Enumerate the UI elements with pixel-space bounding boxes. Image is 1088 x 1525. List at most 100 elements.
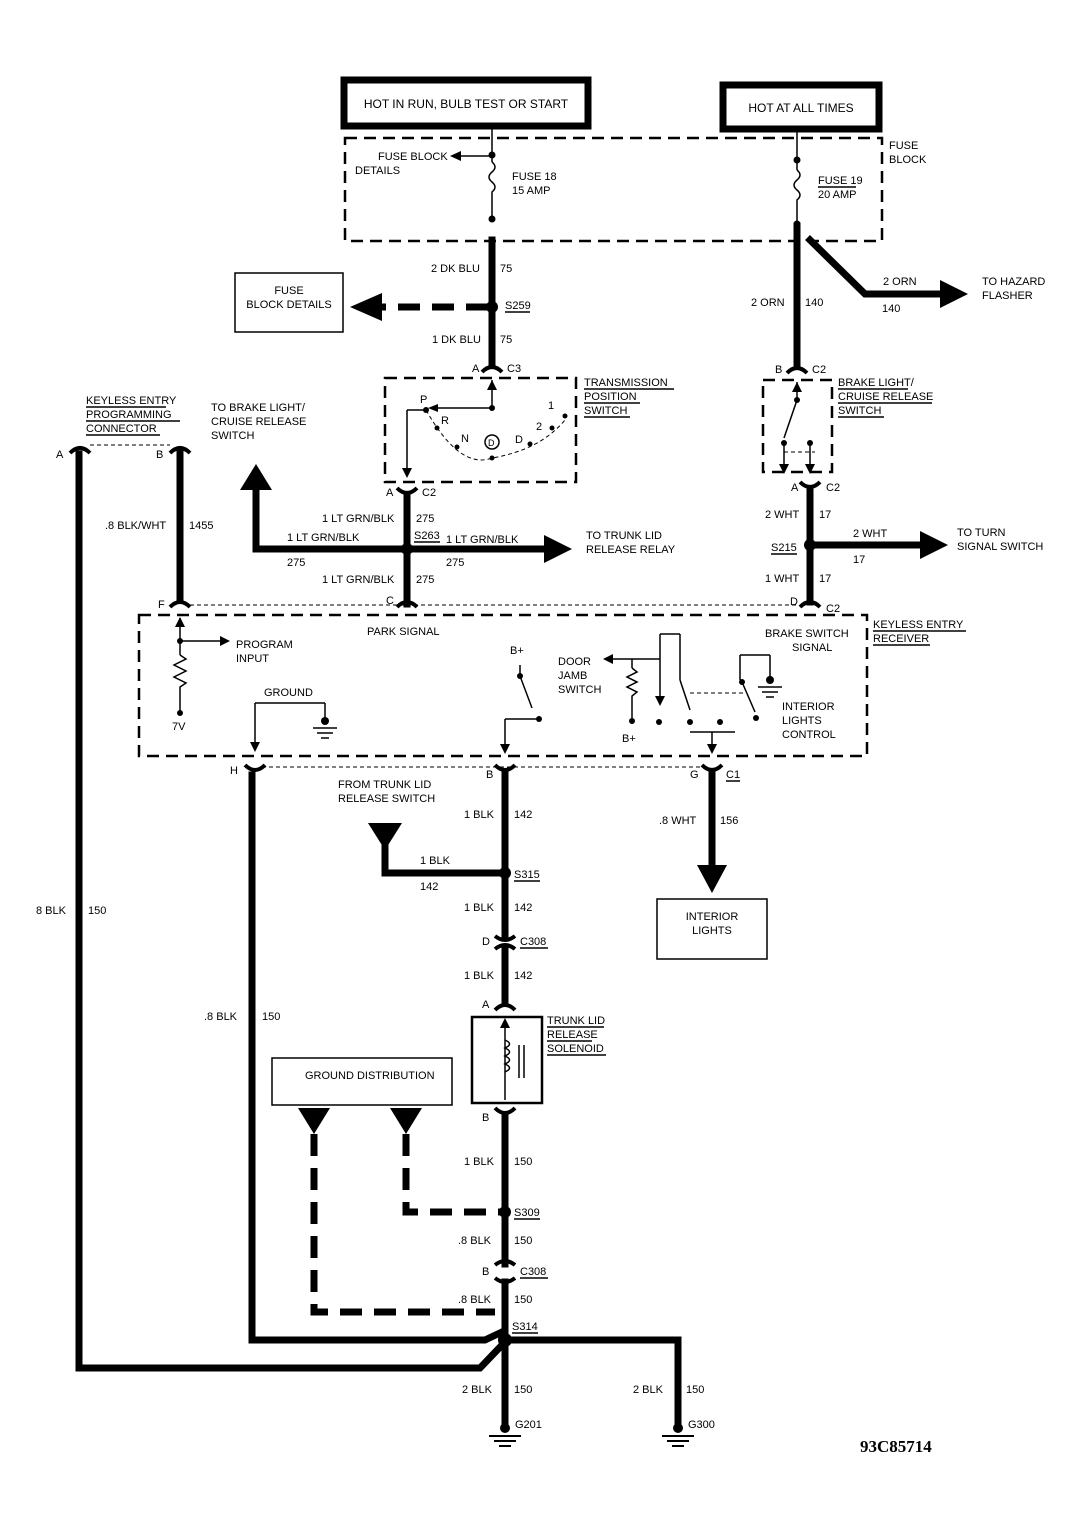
- solenoid-label-1: TRUNK LID: [547, 1015, 605, 1027]
- fuse-block-details-ref: FUSE BLOCK: [378, 151, 448, 163]
- ground-g201-label: G201: [515, 1419, 542, 1431]
- brake-switch-label-1: BRAKE LIGHT/: [838, 377, 915, 389]
- kepc-label-1: KEYLESS ENTRY: [86, 395, 177, 407]
- figure-code: 93C85714: [860, 1437, 932, 1456]
- brake-light-cruise-release-switch: BRAKE LIGHT/ CRUISE RELEASE SWITCH: [761, 377, 933, 474]
- fuse-block-details-box: FUSE BLOCK DETAILS: [234, 272, 344, 333]
- splice-s309: [499, 1206, 511, 1218]
- interior-lights-control-1: INTERIOR: [782, 701, 835, 713]
- wire-17-color-right: 2 WHT: [853, 528, 888, 540]
- wire-150-color-3: .8 BLK: [458, 1294, 492, 1306]
- door-jamb-label-1: DOOR: [558, 656, 591, 668]
- wire-140-color-right: 2 ORN: [883, 276, 917, 288]
- receiver-c1-label: C1: [726, 769, 740, 781]
- receiver-pin-g: G: [690, 769, 699, 781]
- receiver-label-1: KEYLESS ENTRY: [873, 619, 964, 631]
- solenoid-label-2: RELEASE: [547, 1029, 598, 1041]
- wire-150-number-g201: 150: [514, 1384, 532, 1396]
- seven-volt-label: 7V: [172, 721, 186, 733]
- wire-150-number-2: 150: [514, 1235, 532, 1247]
- interior-lights-control-2: LIGHTS: [782, 715, 822, 727]
- wire-17-number-right: 17: [853, 554, 865, 566]
- wire-150-number-a: 150: [88, 905, 106, 917]
- wire-142-number-branch: 142: [420, 881, 438, 893]
- arrow-to-brake-light: [240, 464, 272, 490]
- wire-150-color-g300: 2 BLK: [633, 1384, 664, 1396]
- arrow-to-trunk-relay: [544, 535, 572, 563]
- wire-1455-number: 1455: [189, 520, 213, 532]
- solenoid-pin-b: B: [482, 1112, 489, 1124]
- wire-275-color-lower: 1 LT GRN/BLK: [322, 574, 395, 586]
- wire-275-number-lower: 275: [416, 574, 434, 586]
- wire-275-color-left: 1 LT GRN/BLK: [287, 532, 360, 544]
- connector-brake-c2-top: B C2: [775, 364, 826, 376]
- wire-275-number-left: 275: [287, 557, 305, 569]
- fuse-block-label: FUSE: [889, 140, 918, 152]
- door-jamb-label-3: SWITCH: [558, 684, 601, 696]
- ground-g300-label: G300: [688, 1419, 715, 1431]
- door-jamb-label-2: JAMB: [558, 670, 587, 682]
- hot-at-all-times-label: HOT AT ALL TIMES: [748, 101, 853, 115]
- wire-150-color-h: .8 BLK: [204, 1011, 238, 1023]
- to-trunk-relay-label-2: RELEASE RELAY: [586, 544, 676, 556]
- to-brake-light-label-2: CRUISE RELEASE: [211, 416, 306, 428]
- connector-tps-c2-pin: A: [386, 487, 394, 499]
- kepc-label-2: PROGRAMMING: [86, 409, 172, 421]
- splice-s215-label: S215: [771, 542, 797, 554]
- hot-in-run-label: HOT IN RUN, BULB TEST OR START: [364, 97, 569, 111]
- wire-142-number-3: 142: [514, 970, 532, 982]
- keyless-entry-programming-connector: KEYLESS ENTRY PROGRAMMING CONNECTOR A B: [56, 395, 192, 461]
- wire-150-color-a: 8 BLK: [36, 905, 67, 917]
- wire-17-color-lower: 1 WHT: [765, 573, 800, 585]
- fuse-19-rating: 20 AMP: [818, 189, 857, 201]
- wire-275-color-upper: 1 LT GRN/BLK: [322, 513, 395, 525]
- receiver-pin-b: B: [486, 769, 493, 781]
- wire-140-number: 140: [805, 297, 823, 309]
- tps-pos-d-circle: D: [488, 438, 495, 448]
- connector-c3: A C3: [472, 363, 521, 375]
- splice-s263-label: S263: [414, 530, 440, 542]
- connector-brake-c2-bottom-pin: A: [791, 482, 799, 494]
- wire-150-left: .8 BLK 150 8 BLK 150 2 BLK 150: [36, 450, 704, 1432]
- connector-tps-c2: A C2: [386, 486, 436, 499]
- splice-s259-label: S259: [505, 300, 531, 312]
- connector-brake-c2-bottom: A C2: [791, 480, 840, 494]
- tps-label-2: POSITION: [584, 391, 637, 403]
- tps-pos-d: D: [515, 434, 523, 446]
- wire-150-main: 1 BLK 150 S309 .8 BLK 150 B C308 .8 BLK …: [458, 1111, 548, 1432]
- receiver-pin-f: F: [158, 599, 165, 611]
- connector-brake-c2-top-pin: B: [775, 364, 782, 376]
- tps-label-3: SWITCH: [584, 405, 627, 417]
- fuse-block-details-line1: FUSE: [274, 285, 303, 297]
- interior-lights-label-1: INTERIOR: [686, 911, 739, 923]
- splice-s315-label: S315: [514, 869, 540, 881]
- wire-150-number-1: 150: [514, 1156, 532, 1168]
- ground-g300: G300: [662, 1419, 715, 1447]
- hot-at-all-times-box: HOT AT ALL TIMES: [719, 81, 883, 133]
- brake-switch-signal-label-2: SIGNAL: [792, 642, 832, 654]
- fuse-block-details-line2: BLOCK DETAILS: [246, 299, 331, 311]
- brake-switch-label-3: SWITCH: [838, 405, 881, 417]
- wire-275: 1 LT GRN/BLK 275 S263 1 LT GRN/BLK 275 1…: [240, 464, 572, 608]
- wire-75-number-lower: 75: [500, 334, 512, 346]
- trunk-release-switch-terminal: [368, 823, 402, 850]
- interior-lights-control-3: CONTROL: [782, 729, 836, 741]
- to-brake-light-label-1: TO BRAKE LIGHT/: [211, 402, 306, 414]
- connector-c308-upper: D C308: [482, 934, 548, 951]
- wire-275-number-right: 275: [446, 557, 464, 569]
- kepc-pin-b: B: [156, 449, 163, 461]
- wire-140-number-right: 140: [882, 303, 900, 315]
- splice-s309-label: S309: [514, 1207, 540, 1219]
- tps-pos-r: R: [441, 415, 449, 427]
- connector-c3-label: C3: [507, 363, 521, 375]
- to-turn-signal-label-2: SIGNAL SWITCH: [957, 541, 1043, 553]
- to-trunk-relay-label-1: TO TRUNK LID: [586, 530, 662, 542]
- wire-75-color-upper: 2 DK BLU: [431, 263, 480, 275]
- tps-pos-n: N: [461, 433, 469, 445]
- wire-17-number-upper: 17: [819, 509, 831, 521]
- connector-brake-c2-top-label: C2: [812, 364, 826, 376]
- solenoid-label-3: SOLENOID: [547, 1043, 604, 1055]
- wire-142-color-branch: 1 BLK: [420, 855, 451, 867]
- arrow-to-hazard-flasher: [940, 280, 968, 308]
